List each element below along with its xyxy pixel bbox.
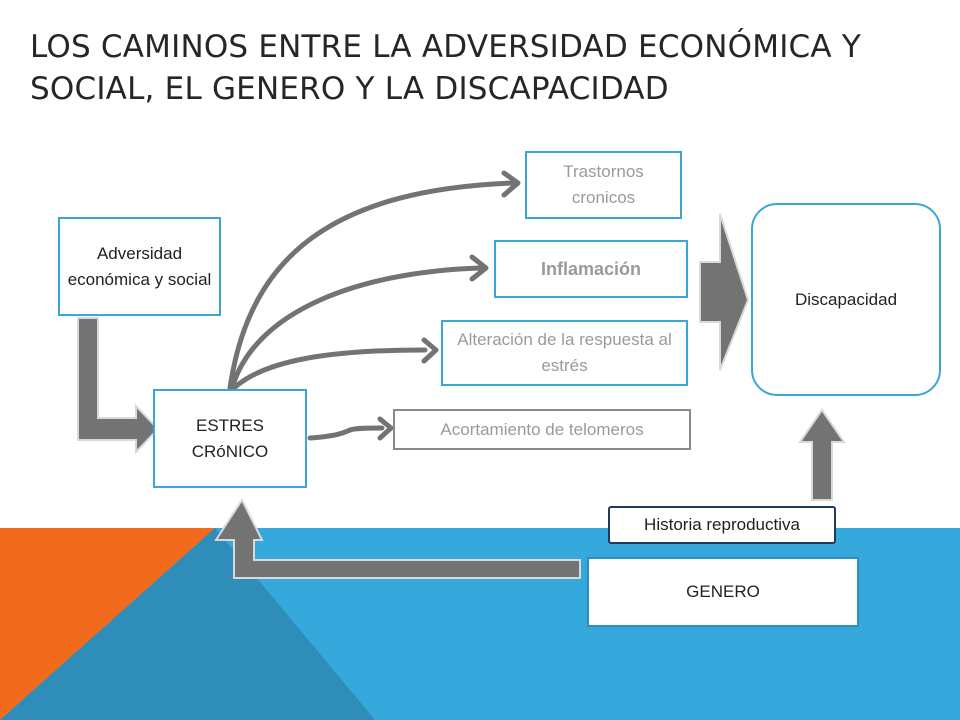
arrowhead-alteracion [421, 337, 439, 364]
node-genero: GENERO [587, 557, 859, 627]
to-discapacidad-arrow [699, 213, 750, 371]
genero-to-estres-arrow [214, 497, 581, 579]
adversidad-to-estres-arrow [77, 317, 160, 455]
node-genero-label: GENERO [686, 582, 760, 601]
arrowhead-telomeros [377, 416, 394, 441]
node-trastornos: Trastornos cronicos [525, 151, 682, 219]
node-adversidad: Adversidad económica y social [58, 217, 221, 316]
node-historia-label: Historia reproductiva [644, 515, 800, 534]
node-telomeros: Acortamiento de telomeros [393, 409, 691, 450]
node-discapacidad: Discapacidad [751, 203, 941, 396]
historia-to-discapacidad-arrow [798, 408, 846, 501]
node-estres-label: ESTRES CRóNICO [191, 415, 269, 461]
node-inflamacion-label: Inflamación [540, 259, 642, 279]
slide-title: LOS CAMINOS ENTRE LA ADVERSIDAD ECONÓMIC… [30, 29, 861, 107]
arrowhead-trastornos [501, 170, 521, 198]
curve-to-alteracion [231, 347, 428, 391]
curve-to-telomeros [307, 425, 385, 441]
dark-blue-triangle [0, 528, 375, 720]
node-historia-reproductiva: Historia reproductiva [608, 506, 836, 544]
node-adversidad-label: Adversidad económica y social [67, 243, 212, 289]
curve-to-inflamacion [229, 265, 483, 391]
node-trastornos-label: Trastornos cronicos [563, 162, 644, 207]
node-inflamacion: Inflamación [494, 240, 688, 298]
node-alteracion-label: Alteración de la respuesta al estrés [457, 330, 672, 375]
node-telomeros-label: Acortamiento de telomeros [440, 419, 644, 439]
node-discapacidad-label: Discapacidad [794, 289, 898, 309]
arrowhead-inflamacion [469, 254, 489, 282]
curve-to-trastornos [227, 180, 515, 391]
node-alteracion: Alteración de la respuesta al estrés [441, 320, 688, 386]
node-estres-cronico: ESTRES CRóNICO [153, 389, 307, 488]
